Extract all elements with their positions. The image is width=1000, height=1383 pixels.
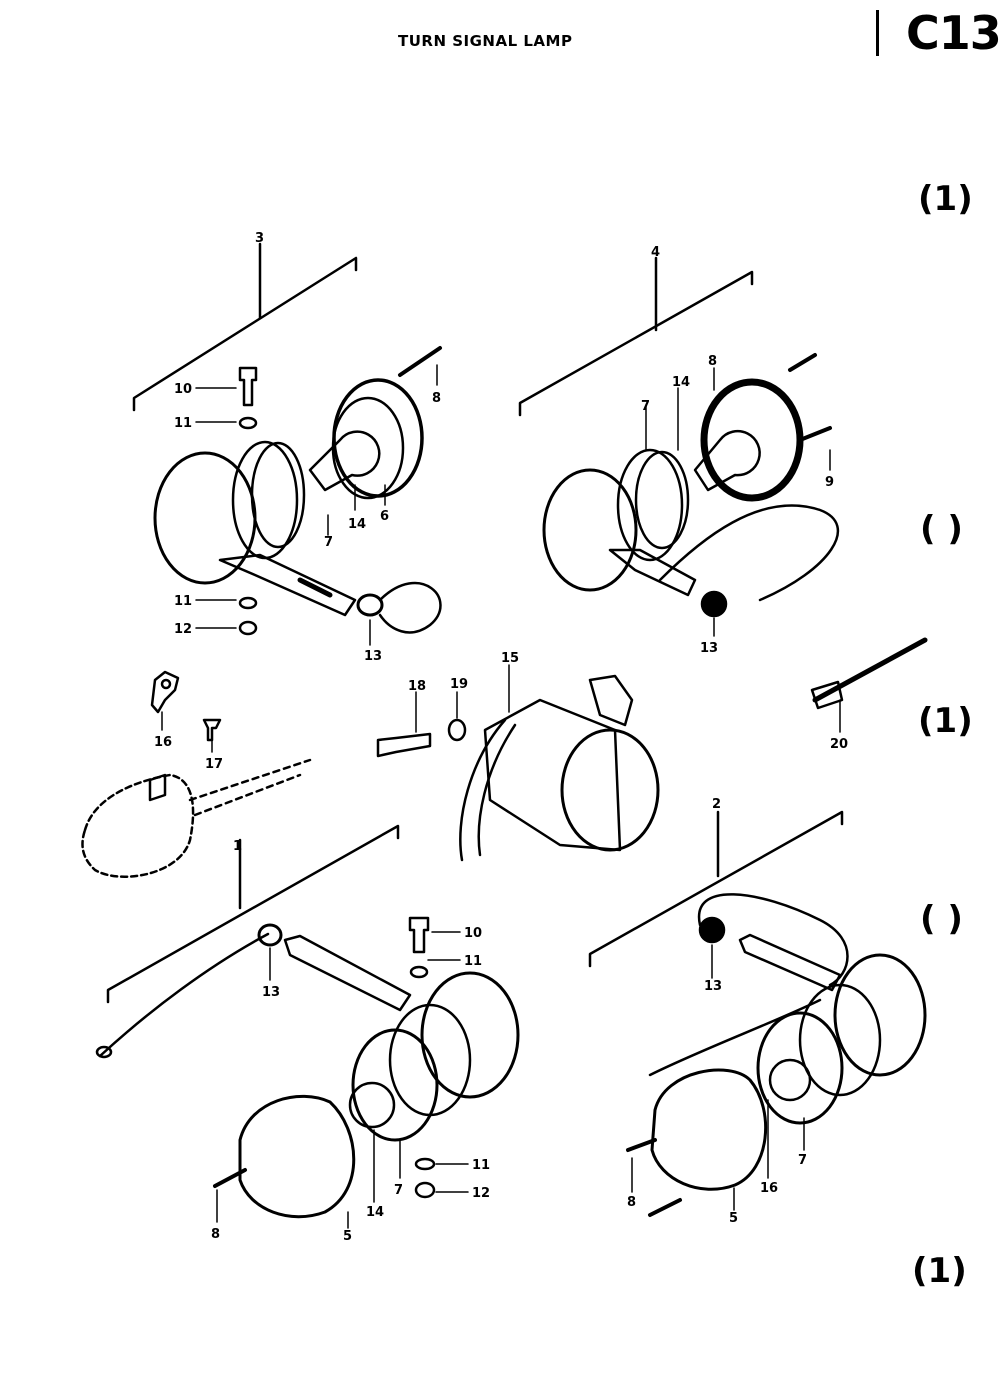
- relay-15: [560, 728, 660, 852]
- margin-mark-2: ( ): [920, 509, 963, 549]
- callout-7: 7: [324, 535, 333, 550]
- screw-3: [398, 346, 442, 377]
- washer-11a: [238, 416, 258, 430]
- lens-2: [650, 1068, 768, 1191]
- wire-3: [378, 581, 442, 634]
- bulb-4: [693, 429, 761, 492]
- callout-13: 13: [364, 649, 382, 664]
- bolt-10b: [408, 916, 430, 954]
- margin-marks: (1) ( ) (1) ( ) (1): [912, 179, 973, 1291]
- callout-3: 3: [255, 231, 264, 246]
- rim-1: [351, 1028, 439, 1142]
- callout-12: 12: [174, 622, 192, 637]
- callout-14: 14: [348, 517, 366, 532]
- bracket-4: [518, 270, 754, 417]
- stem-4: [608, 548, 697, 597]
- bolt-18: [376, 732, 432, 758]
- wire-1: [98, 932, 270, 1058]
- callout-6: 6: [380, 509, 389, 524]
- stem-3: [218, 553, 357, 617]
- callout-17: 17: [205, 757, 223, 772]
- stem-2: [738, 933, 842, 992]
- margin-mark-1: (1): [918, 179, 973, 219]
- nut-13a: [356, 593, 384, 617]
- housing-2: [833, 953, 927, 1077]
- callout-13d: 13: [704, 979, 722, 994]
- callout-10b: 10: [464, 926, 482, 941]
- assembly-3: [132, 242, 442, 646]
- callout-13b: 13: [700, 641, 718, 656]
- callout-9: 9: [825, 475, 834, 490]
- housing-3: [332, 378, 424, 498]
- nut-13d: [698, 916, 726, 944]
- callout-7d: 7: [798, 1153, 807, 1168]
- bulb-1: [348, 1081, 396, 1129]
- band-20: [812, 637, 928, 703]
- callout-2: 2: [712, 797, 721, 812]
- callout-11d: 11: [472, 1158, 490, 1173]
- callout-12b: 12: [472, 1186, 490, 1201]
- callout-8c: 8: [211, 1227, 220, 1242]
- callout-19: 19: [450, 677, 468, 692]
- callout-16b: 16: [760, 1181, 778, 1196]
- callout-18: 18: [408, 679, 426, 694]
- washer-19: [447, 718, 467, 742]
- assembly-1: [95, 824, 520, 1229]
- callout-7c: 7: [394, 1183, 403, 1198]
- lens-3: [153, 451, 257, 585]
- callout-1: 1: [233, 839, 242, 854]
- callout-8: 8: [432, 391, 441, 406]
- nut-12a: [238, 620, 258, 636]
- section-code: C13: [906, 6, 1000, 60]
- wire-4: [658, 504, 840, 602]
- page-title: TURN SIGNAL LAMP: [398, 32, 573, 50]
- callout-11c: 11: [464, 954, 482, 969]
- stem-1: [283, 934, 412, 1012]
- screw-17: [202, 718, 222, 742]
- bracket-3: [132, 256, 358, 412]
- rim-2: [756, 1011, 844, 1125]
- margin-mark-3: (1): [918, 701, 973, 741]
- callout-16: 16: [154, 735, 172, 750]
- callout-8d: 8: [627, 1195, 636, 1210]
- callout-14b: 14: [672, 375, 690, 390]
- header-divider: [876, 10, 879, 56]
- callout-5b: 5: [729, 1211, 738, 1226]
- margin-mark-5: (1): [912, 1251, 967, 1291]
- bolt-10: [238, 366, 258, 407]
- nut-13c: [257, 923, 283, 947]
- callout-11: 11: [174, 416, 192, 431]
- terminal-16: [150, 670, 180, 714]
- wire-2: [697, 893, 849, 987]
- assembly-4: [518, 256, 840, 637]
- washer-11b: [238, 596, 258, 610]
- bulb-2: [768, 1058, 812, 1102]
- callout-14c: 14: [366, 1205, 384, 1220]
- callout-8b: 8: [708, 354, 717, 369]
- callout-10: 10: [174, 382, 192, 397]
- callout-7b: 7: [641, 399, 650, 414]
- margin-mark-4: ( ): [920, 899, 963, 939]
- callout-15: 15: [501, 651, 519, 666]
- callout-11b: 11: [174, 594, 192, 609]
- callout-labels: 3 10 11 8 7 14 6 11 12 13 4 8 14 7 9 13 …: [154, 231, 848, 1244]
- nut-13b: [700, 590, 728, 618]
- lens-4: [542, 468, 638, 592]
- bulb-3: [308, 430, 381, 492]
- bracket-1: [106, 824, 400, 1004]
- lens-1: [238, 1094, 356, 1219]
- callout-13c: 13: [262, 985, 280, 1000]
- loose-parts: [81, 637, 928, 878]
- assembly-2: [588, 810, 927, 1217]
- callout-4: 4: [651, 245, 660, 260]
- callout-20: 20: [830, 737, 848, 752]
- flasher-unit: [81, 773, 195, 878]
- callout-5: 5: [343, 1229, 352, 1244]
- housing-1: [420, 971, 520, 1099]
- bracket-2: [588, 810, 844, 968]
